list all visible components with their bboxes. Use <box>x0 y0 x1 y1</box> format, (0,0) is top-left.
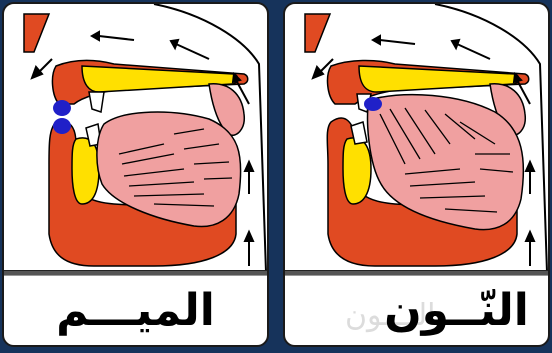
noon-articulation-diagram <box>285 4 550 272</box>
lip-contact-point <box>53 100 71 116</box>
nose-tip <box>24 14 49 52</box>
panel-meem: الميـــم <box>2 2 269 347</box>
lower-gum <box>343 138 371 204</box>
lower-gum <box>72 138 99 204</box>
panel-noon: النـــون النّــون <box>283 2 550 347</box>
panel-label: النّــون <box>384 285 529 336</box>
lip-contact-point <box>53 118 71 134</box>
meem-articulation-diagram <box>4 4 269 272</box>
tongue-tip-contact-point <box>364 97 382 111</box>
panel-label: الميـــم <box>56 285 215 336</box>
label-box: النـــون النّــون <box>285 276 548 345</box>
upper-tooth <box>89 92 104 112</box>
nose-tip <box>305 14 330 52</box>
label-box: الميـــم <box>4 276 267 345</box>
